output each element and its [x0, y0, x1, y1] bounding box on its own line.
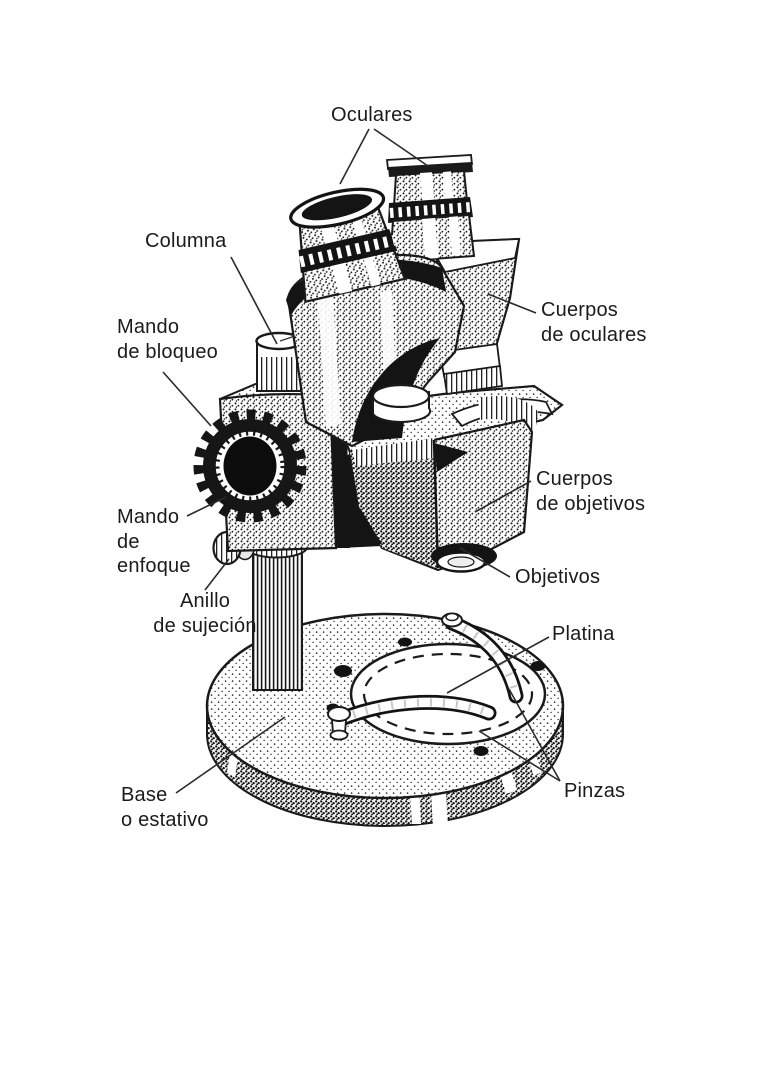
label-oculares-text: Oculares [331, 104, 413, 126]
leader-columna [230, 256, 278, 345]
eyetube-socket [371, 383, 432, 423]
leader-oculares-left [339, 128, 370, 185]
leader-pinzas-top [508, 688, 561, 782]
label-cuerpos-oculares-line2: de oculares [541, 323, 647, 346]
label-anillo-line2: de sujeción [153, 614, 257, 637]
leader-cuerpos-objetivos [474, 480, 532, 513]
label-base-line2: o estativo [121, 808, 209, 831]
label-mando-enfoque: Mando de enfoque [117, 505, 191, 579]
label-cuerpos-objetivos-line1: Cuerpos [536, 468, 613, 490]
right-eyepiece [386, 154, 476, 264]
stage-clip-top [441, 612, 524, 704]
objectives-body [348, 418, 534, 572]
label-mando-enfoque-line1: Mando [117, 506, 180, 528]
label-oculares: Oculares [331, 103, 413, 128]
stage-clip-bottom [327, 694, 497, 741]
leader-pinzas-bottom [478, 730, 561, 782]
leader-objetivos [459, 547, 511, 578]
leader-cuerpos-oculares [487, 293, 537, 314]
leader-mando-bloqueo [162, 371, 212, 427]
label-cuerpos-oculares: Cuerpos de oculares [541, 298, 647, 347]
label-mando-bloqueo-line1: Mando [117, 316, 180, 338]
label-objetivos-text: Objetivos [515, 566, 601, 588]
left-eyepiece [289, 187, 407, 304]
label-base-line1: Base [121, 784, 168, 806]
label-cuerpos-objetivos-line2: de objetivos [536, 492, 646, 515]
label-pinzas-text: Pinzas [564, 780, 626, 802]
objectives-lenses [431, 543, 497, 573]
label-mando-enfoque-line3: enfoque [117, 555, 191, 577]
label-pinzas: Pinzas [564, 779, 625, 804]
stage-plate [349, 642, 547, 746]
focus-knob [193, 409, 307, 523]
label-anillo-sujecion: Anillo de sujeción [130, 589, 280, 638]
leader-anillo-sujecion [204, 558, 230, 591]
leader-platina [446, 636, 550, 694]
label-cuerpos-objetivos: Cuerpos de objetivos [536, 467, 645, 516]
label-mando-bloqueo: Mando de bloqueo [117, 315, 218, 364]
leader-base [175, 716, 286, 794]
leader-lines [162, 128, 561, 794]
label-columna-text: Columna [145, 230, 227, 252]
label-anillo-line1: Anillo [179, 590, 231, 612]
label-objetivos: Objetivos [515, 565, 600, 590]
label-platina: Platina [552, 622, 615, 647]
label-columna: Columna [145, 229, 226, 254]
label-mando-bloqueo-line2: de bloqueo [117, 340, 218, 363]
label-cuerpos-oculares-line1: Cuerpos [541, 299, 618, 321]
label-platina-text: Platina [552, 623, 615, 645]
leader-mando-enfoque [186, 496, 227, 517]
label-base-estativo: Base o estativo [121, 783, 209, 832]
leader-oculares-right [373, 128, 429, 167]
label-mando-enfoque-line2: de [117, 530, 140, 553]
